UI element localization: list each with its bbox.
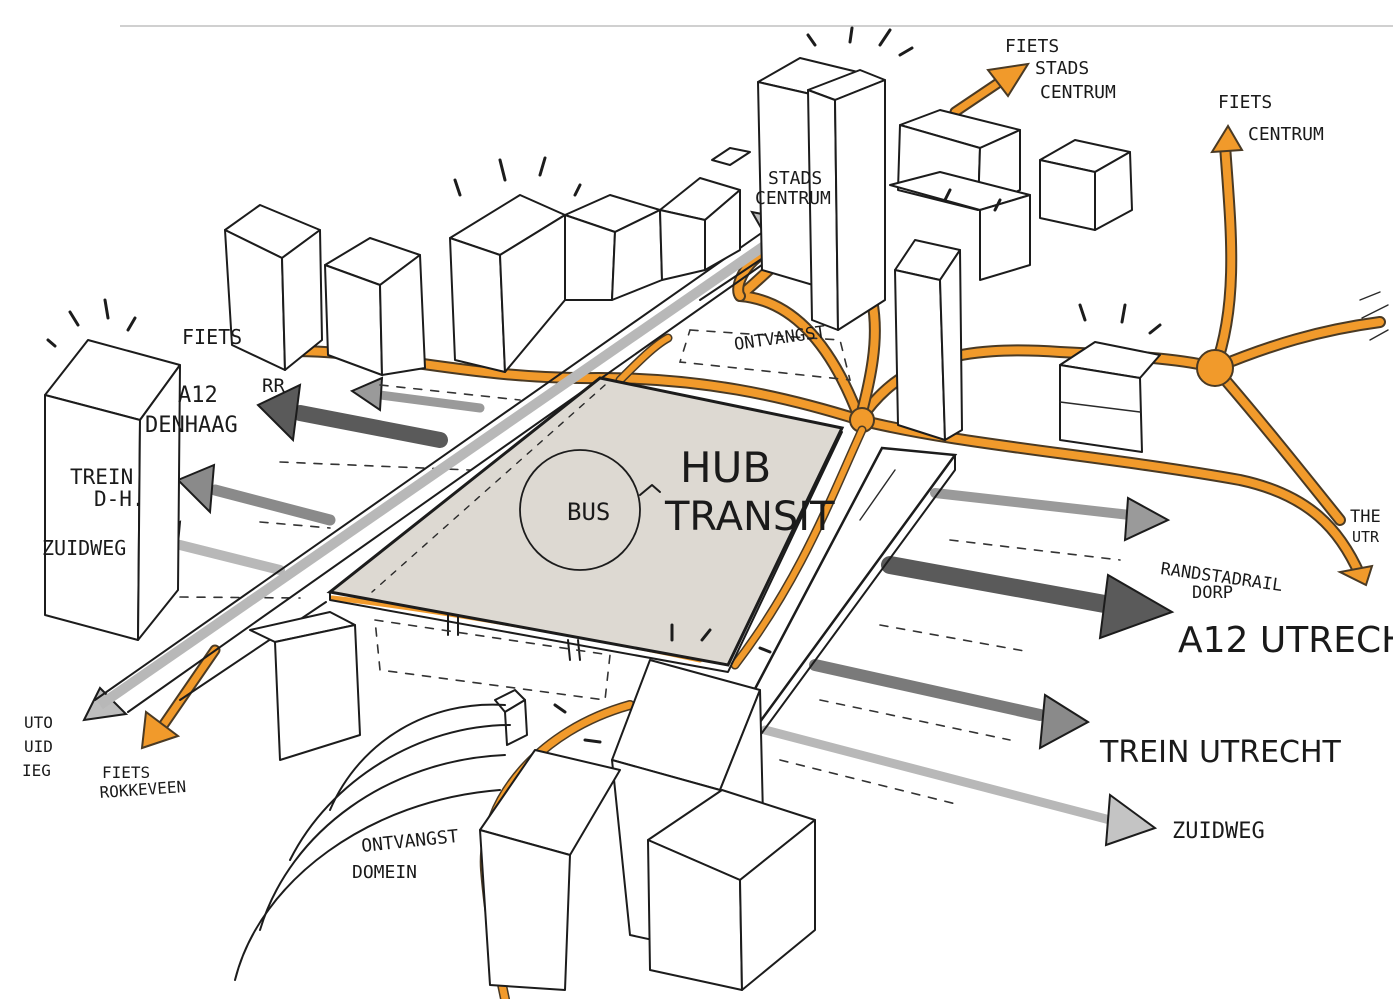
label-cut-right-2: UTR (1352, 528, 1380, 546)
label-dorp: DORP (1192, 583, 1233, 603)
buildings (44, 57, 1161, 991)
ontvangst-zone (678, 329, 852, 381)
label-zuidweg-right: ZUIDWEG (1172, 819, 1265, 844)
label-fiets-rokkeveen-1: FIETS (102, 763, 150, 782)
label-stads-centrum-2: CENTRUM (755, 188, 831, 209)
tower-center (757, 57, 886, 331)
label-transit: TRANSIT (664, 494, 835, 540)
label-fiets-stads-1: FIETS (1005, 36, 1059, 57)
label-ontvangst-top: ONTVANGST (733, 322, 827, 355)
viaduct (94, 219, 813, 713)
label-fiets-stads-2: STADS (1035, 58, 1089, 79)
label-cut-right-1: THE (1350, 507, 1381, 527)
block-right-low (1059, 341, 1161, 453)
block-front (479, 659, 816, 991)
emphasis-ticks (46, 26, 1162, 744)
label-a12-utrecht: A12 UTRECH (1178, 620, 1393, 661)
label-cut-left-2: UID (24, 737, 53, 756)
hub-deck (326, 376, 845, 673)
label-rr: RR (262, 375, 285, 397)
domein-arcs (234, 703, 511, 981)
label-fiets-left: FIETS (182, 325, 242, 349)
traffic-arrows (82, 210, 1175, 847)
edge-scribble (1359, 291, 1389, 341)
label-zuidweg-left: ZUIDWEG (42, 536, 126, 560)
wall-left (249, 611, 528, 761)
label-cut-left-1: UTO (24, 713, 53, 732)
label-fiets-stads-3: CENTRUM (1040, 82, 1116, 103)
label-fiets-centrum-2: CENTRUM (1248, 124, 1324, 145)
label-fiets-centrum-1: FIETS (1218, 92, 1272, 113)
block-cluster-right (889, 109, 1133, 281)
bike-network (140, 62, 1386, 999)
label-hub: HUB (680, 443, 771, 492)
label-ontvangst-domein-2: DOMEIN (352, 862, 417, 883)
label-a12-1: A12 (178, 383, 218, 408)
label-trein-dh-2: D-H. (94, 487, 145, 511)
label-a12-2: DENHAAG (145, 413, 238, 438)
label-bus: BUS (567, 498, 610, 526)
tower-mid (894, 239, 963, 441)
ontvangst-zone-lower (374, 619, 611, 701)
label-ontvangst-domein-1: ONTVANGST (360, 826, 459, 857)
tower-left (44, 339, 181, 641)
label-cut-left-3: IEG (22, 761, 51, 780)
label-trein-dh-1: TREIN (70, 465, 133, 489)
label-stads-centrum-1: STADS (768, 168, 822, 189)
block-row-back (224, 147, 751, 376)
label-trein-utrecht: TREIN UTRECHT (1099, 735, 1342, 770)
